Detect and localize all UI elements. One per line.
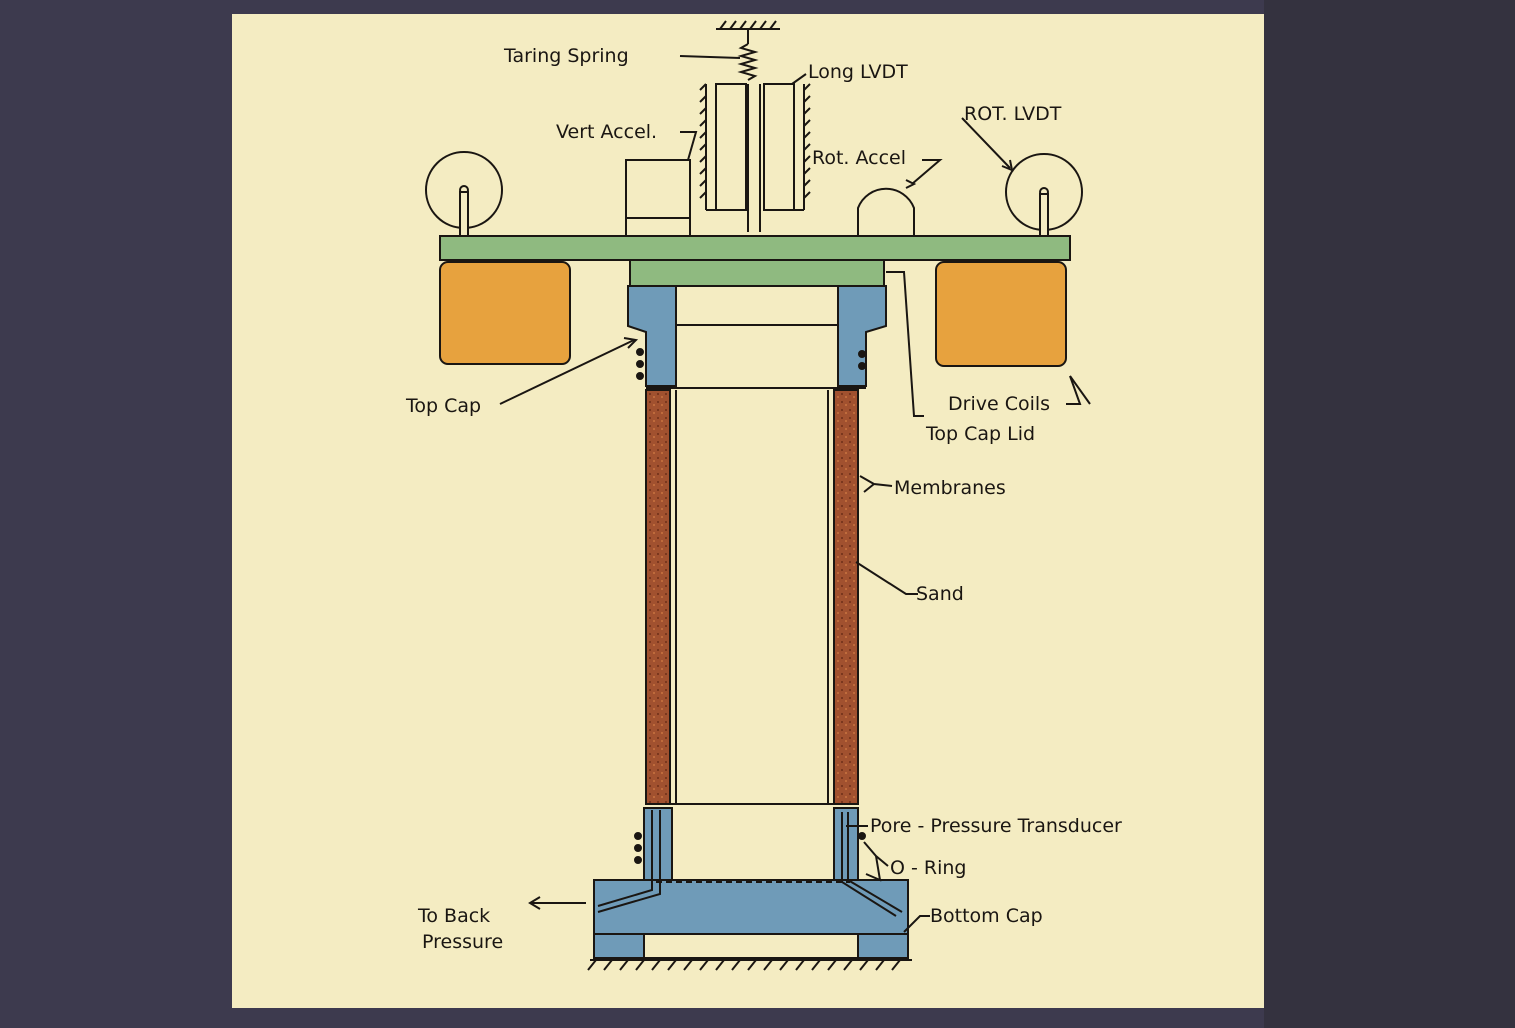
rot-lvdt-right: [1005, 153, 1083, 237]
label-membranes: Membranes: [894, 477, 1006, 499]
label-sand: Sand: [916, 583, 964, 605]
top-cap: [627, 285, 887, 389]
ground-support: [587, 959, 912, 971]
o-ring-top: [636, 348, 866, 380]
rot-accelerometer: [857, 187, 915, 237]
taring-spring: [737, 29, 759, 92]
long-lvdt: [699, 83, 811, 232]
bottom-cap: [593, 807, 909, 959]
vert-accelerometer: [625, 159, 691, 237]
label-rot-lvdt: ROT. LVDT: [964, 103, 1062, 125]
label-top-cap: Top Cap: [405, 395, 481, 417]
drive-plate: [439, 235, 1071, 261]
label-pore-pressure-transducer: Pore - Pressure Transducer: [870, 815, 1122, 837]
sand-wall-right: [833, 389, 859, 805]
leader-lines: [499, 55, 1091, 933]
label-rot-accel: Rot. Accel: [812, 147, 906, 169]
o-ring-bottom: [634, 832, 866, 864]
label-vert-accel: Vert Accel.: [556, 121, 657, 143]
drive-coil-right: [935, 261, 1067, 367]
label-pressure: Pressure: [422, 931, 503, 953]
label-top-cap-lid: Top Cap Lid: [925, 423, 1035, 445]
label-o-ring: O - Ring: [890, 857, 966, 879]
label-long-lvdt: Long LVDT: [808, 61, 908, 83]
background-strip: [1264, 0, 1515, 1028]
label-to-back: To Back: [417, 905, 490, 927]
label-taring-spring: Taring Spring: [503, 45, 629, 67]
label-drive-coils: Drive Coils: [948, 393, 1050, 415]
sand-wall-left: [645, 389, 671, 805]
label-bottom-cap: Bottom Cap: [930, 905, 1043, 927]
rot-lvdt-left: [425, 151, 503, 237]
drive-coil-left: [439, 261, 571, 365]
top-cap-lid: [629, 259, 885, 287]
